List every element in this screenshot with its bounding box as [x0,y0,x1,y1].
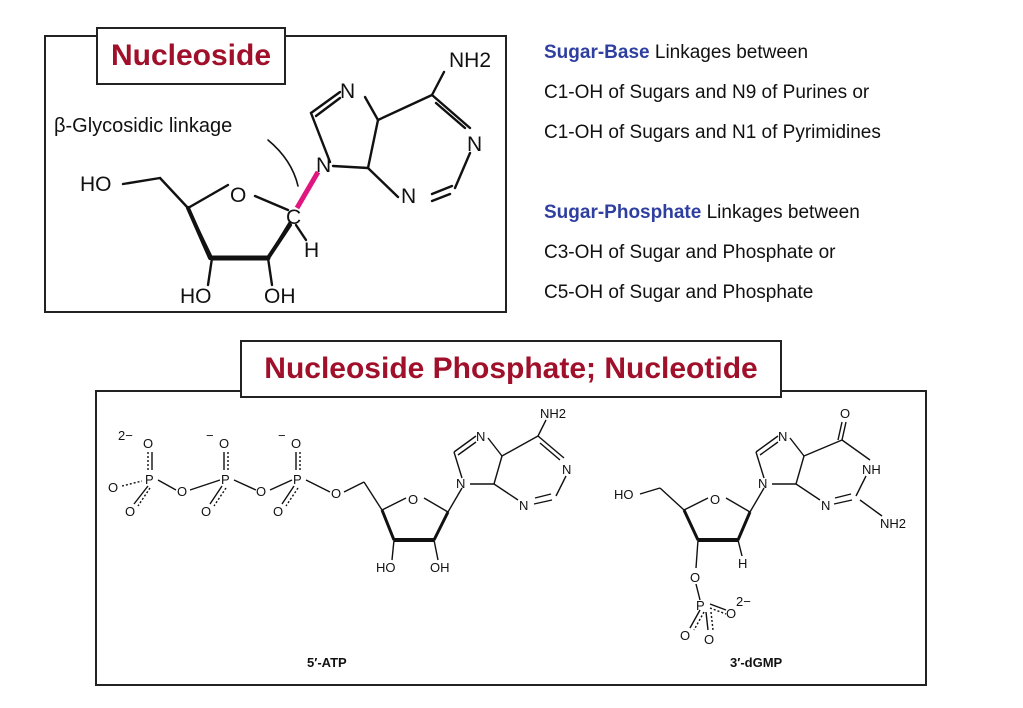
n1-label: N [467,133,482,156]
n7-label: N [340,80,355,103]
sugar-phosphate-line1-rest: Linkages between [701,202,860,223]
dgmp-p: P [696,598,705,613]
nucleotide-title: Nucleoside Phosphate; Nucleotide [240,340,782,398]
dgmp-structure [639,421,883,631]
atp-o: O [125,504,135,519]
dgmp-n9: N [758,476,767,491]
sugar-base-line1-rest: Linkages between [649,42,809,63]
dgmp-ring-o: O [710,492,720,507]
dgmp-o3: O [690,570,700,585]
h-label: H [304,239,319,262]
atp-n3: N [519,498,528,513]
dgmp-nh2: NH2 [880,516,906,531]
dgmp-n3: N [821,498,830,513]
atp-charge-minus: − [278,428,286,443]
n3-label: N [401,185,416,208]
atp-o: O [219,436,229,451]
atp-caption: 5′-ATP [307,655,347,670]
ho-label: HO [80,173,112,196]
sugar-phosphate-line3: C5-OH of Sugar and Phosphate [544,282,814,303]
dgmp-labels: HO O H O P O 2− O O N N O NH N NH2 [614,406,906,647]
sugar-base-line2: C1-OH of Sugars and N9 of Purines or [544,82,870,103]
atp-nh2: NH2 [540,406,566,421]
atp-oh: OH [430,560,450,575]
atp-charge-2minus: 2− [118,428,133,443]
atp-p-alpha: P [293,472,302,487]
sugar-base-line1: Sugar-Base Linkages between [544,42,808,64]
dgmp-o6: O [840,406,850,421]
adenosine-structure [121,70,472,287]
atp-o: O [143,436,153,451]
dgmp-o: O [726,606,736,621]
atp-o: O [331,486,341,501]
atp-ring-o: O [408,492,418,507]
dgmp-o: O [704,632,714,647]
nh2-label: NH2 [449,49,491,72]
dgmp-caption: 3′-dGMP [730,655,783,670]
sugar-base-line3: C1-OH of Sugars and N1 of Pyrimidines [544,122,881,143]
atp-charge-minus: − [206,428,214,443]
atp-o: O [177,484,187,499]
atp-o: O [256,484,266,499]
anomeric-c-label: C [286,206,301,229]
dgmp-ho: HO [614,487,634,502]
sugar-base-heading: Sugar-Base [544,42,650,63]
n9-label: N [316,154,331,177]
glycosidic-label: β-Glycosidic linkage [54,115,232,137]
atp-n1: N [562,462,571,477]
nucleoside-title: Nucleoside [96,27,286,85]
atp-n7: N [476,429,485,444]
sugar-phosphate-heading: Sugar-Phosphate [544,202,702,223]
sugar-phosphate-line1: Sugar-Phosphate Linkages between [544,202,860,224]
atp-p-gamma: P [145,472,154,487]
atp-o: O [291,436,301,451]
atp-o: O [273,504,283,519]
atp-o: O [201,504,211,519]
atp-n9: N [456,476,465,491]
oh-2-label: OH [264,285,296,308]
ring-o-label: O [230,184,246,207]
dgmp-h: H [738,556,747,571]
dgmp-n7: N [778,429,787,444]
adenosine-labels: HO O C H HO OH N N N N NH2 β-Glycosidic … [54,49,491,308]
atp-structure [121,419,567,561]
dgmp-o: O [680,628,690,643]
dgmp-nh: NH [862,462,881,477]
atp-ho: HO [376,560,396,575]
ho-3-label: HO [180,285,212,308]
atp-labels: 2− O O P O O − O P O O − O P O O O HO OH… [108,406,571,575]
glycosidic-bond [294,170,321,210]
atp-o: O [108,480,118,495]
sugar-phosphate-line2: C3-OH of Sugar and Phosphate or [544,242,836,263]
atp-p-beta: P [221,472,230,487]
dgmp-charge: 2− [736,594,751,609]
